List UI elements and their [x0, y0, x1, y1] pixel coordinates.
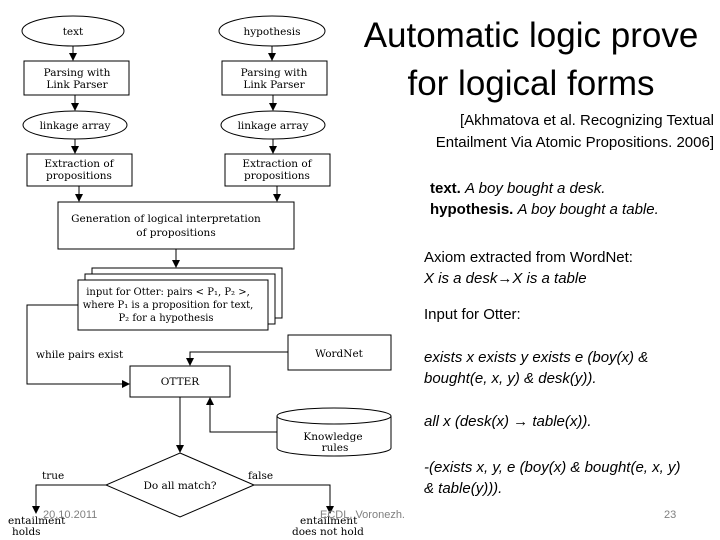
formula-1-line1: exists x exists y exists e (boy(x) &	[424, 349, 649, 366]
citation-line1: [Akhmatova et al. Recognizing Textual	[459, 112, 714, 129]
node-extract2-l2: propositions	[244, 170, 310, 182]
formula-2: all x (desk(x) → table(x)).	[424, 413, 592, 430]
node-knowledge-l2: rules	[322, 442, 349, 454]
outcome-notentail-l1: entailment	[300, 515, 358, 527]
edge-label-while: while pairs exist	[36, 349, 124, 361]
parsing-box-hypothesis	[221, 60, 328, 96]
citation: [Akhmatova et al. Recognizing Textual En…	[384, 110, 714, 154]
formula-3-line2: & table(y))).	[424, 480, 503, 497]
axiom-formula: X is a desk→X is a table	[424, 270, 587, 287]
footer-venue: ECDL, Voronezh.	[320, 509, 405, 521]
otter-input-box	[77, 279, 269, 331]
decision-diamond	[104, 452, 256, 518]
knowledge-cylinder	[276, 416, 392, 457]
example-block: text. A boy bought a desk. hypothesis. A…	[430, 178, 720, 220]
citation-line2: Entailment Via Atomic Propositions. 2006…	[435, 134, 714, 151]
outcome-notentail-l2: does not hold	[292, 526, 364, 538]
axiom-block: Axiom extracted from WordNet: X is a des…	[424, 247, 716, 289]
node-extract1-l2: propositions	[46, 170, 112, 182]
slide-title-line2: for logical forms	[407, 64, 655, 103]
node-linkage1: linkage array	[40, 120, 111, 132]
node-linkage2: linkage array	[238, 120, 309, 132]
edge-input-loop	[26, 304, 130, 388]
node-otter-input-l3: P₂ for a hypothesis	[118, 313, 213, 324]
node-generation-l2: of propositions	[136, 227, 215, 239]
axiom-heading: Axiom extracted from WordNet:	[424, 249, 633, 266]
footer-page-number: 23	[664, 509, 677, 521]
generation-box	[57, 201, 295, 250]
node-parse1-l1: Parsing with	[44, 67, 111, 79]
parsing-box-text	[23, 60, 130, 96]
hypothesis-value: A boy bought a table.	[517, 201, 659, 218]
node-knowledge-l1: Knowledge	[303, 431, 362, 443]
edge-label-true: true	[42, 470, 64, 482]
node-otter: OTTER	[161, 376, 200, 388]
formula-3: -(exists x, y, e (boy(x) & bought(e, x, …	[424, 457, 716, 499]
edge-knowledge-otter	[206, 397, 277, 433]
outcome-entail-l1: entailment	[8, 515, 66, 527]
slide-title-line1: Automatic logic prove	[363, 16, 699, 55]
node-hypothesis: hypothesis	[243, 26, 300, 38]
node-generation-l1: Generation of logical interpretation	[71, 213, 261, 225]
node-otter-input-l2: where P₁ is a proposition for text,	[83, 300, 254, 311]
node-parse1-l2: Link Parser	[46, 79, 108, 91]
formula-1-line2: bought(e, x, y) & desk(y)).	[424, 370, 597, 387]
node-decision: Do all match?	[143, 480, 216, 492]
edge-true	[32, 484, 106, 514]
edge-label-false: false	[248, 470, 273, 482]
text-value: A boy bought a desk.	[465, 180, 606, 197]
slide-title: Automatic logic prove for logical forms	[345, 12, 717, 108]
node-otter-input-l1: input for Otter: pairs < P₁, P₂ >,	[86, 287, 250, 298]
formula-1: exists x exists y exists e (boy(x) & bou…	[424, 347, 716, 389]
node-parse2-l2: Link Parser	[243, 79, 305, 91]
node-text: text	[63, 26, 84, 38]
otter-input-heading: Input for Otter:	[424, 306, 521, 323]
node-parse2-l1: Parsing with	[241, 67, 308, 79]
node-wordnet: WordNet	[315, 348, 364, 360]
node-extract2-l1: Extraction of	[242, 158, 312, 170]
knowledge-cylinder-top	[276, 407, 392, 425]
footer-date: 20.10.2011	[43, 509, 98, 521]
edge-false	[254, 484, 334, 514]
hypothesis-label: hypothesis.	[430, 201, 514, 218]
edge-wordnet-otter	[186, 351, 288, 366]
formula-3-line1: -(exists x, y, e (boy(x) & bought(e, x, …	[424, 459, 681, 476]
node-extract1-l1: Extraction of	[44, 158, 114, 170]
text-label: text.	[430, 180, 461, 197]
outcome-entail-l2: holds	[12, 526, 41, 538]
